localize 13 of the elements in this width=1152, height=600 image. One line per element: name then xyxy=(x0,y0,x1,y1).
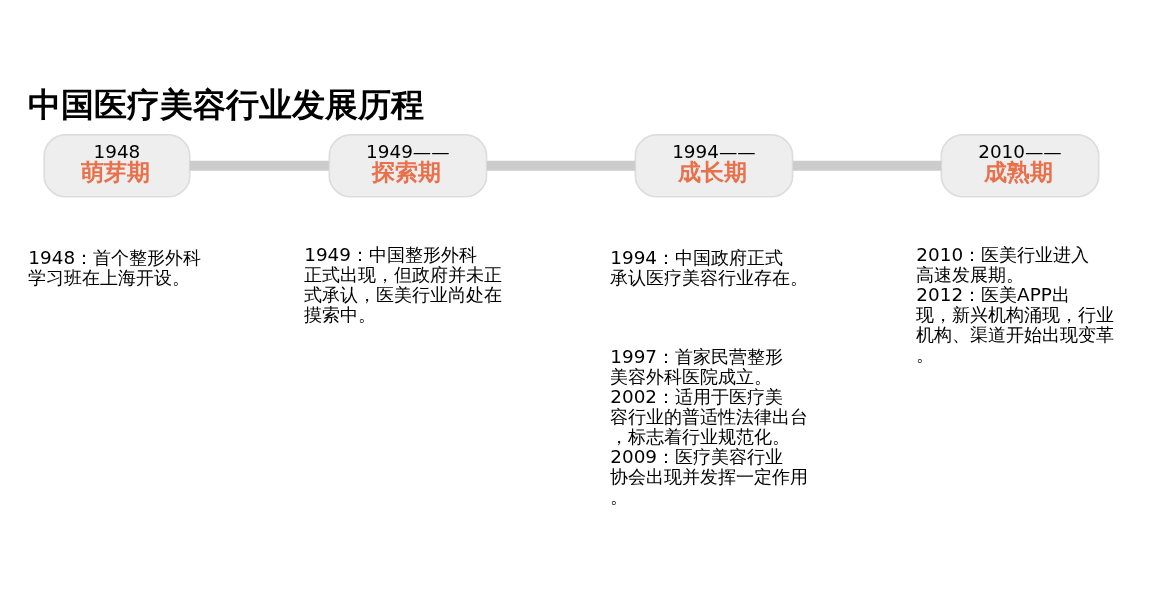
connector xyxy=(189,160,329,171)
node-box: 1994—— 成长期 xyxy=(634,134,794,198)
node-box: 2010—— 成熟期 xyxy=(940,134,1100,198)
node-label: 1994：中国政府正式承认医疗美容行业存在。 xyxy=(610,247,809,289)
connector xyxy=(792,160,942,171)
node-box: 1949—— 探索期 xyxy=(328,134,488,198)
node-label: 1997：首家民营整形美容外科医院成立。 2002：适用于医疗美容行业的普适性法律出台，标志着行业规范化。 2009：医疗美容行业协会出现并发挥一定作用。 xyxy=(610,345,809,508)
diagram-title: 中国医疗美容行业发展历程 xyxy=(28,85,425,125)
node-label: 2010：医美行业进入高速发展期。 2012：医美APP出现，新兴机构涌现，行业机构、渠道开始出现变革。 xyxy=(916,243,1115,366)
node-label: 1948：首个整形外科学习班在上海开设。 xyxy=(28,247,202,289)
node-label: 1949：中国整形外科正式出现，但政府并未正式承认，医美行业尚处在摸索中。 xyxy=(304,243,503,325)
node-box: 1948 萌芽期 xyxy=(43,134,191,198)
connector xyxy=(486,160,636,171)
